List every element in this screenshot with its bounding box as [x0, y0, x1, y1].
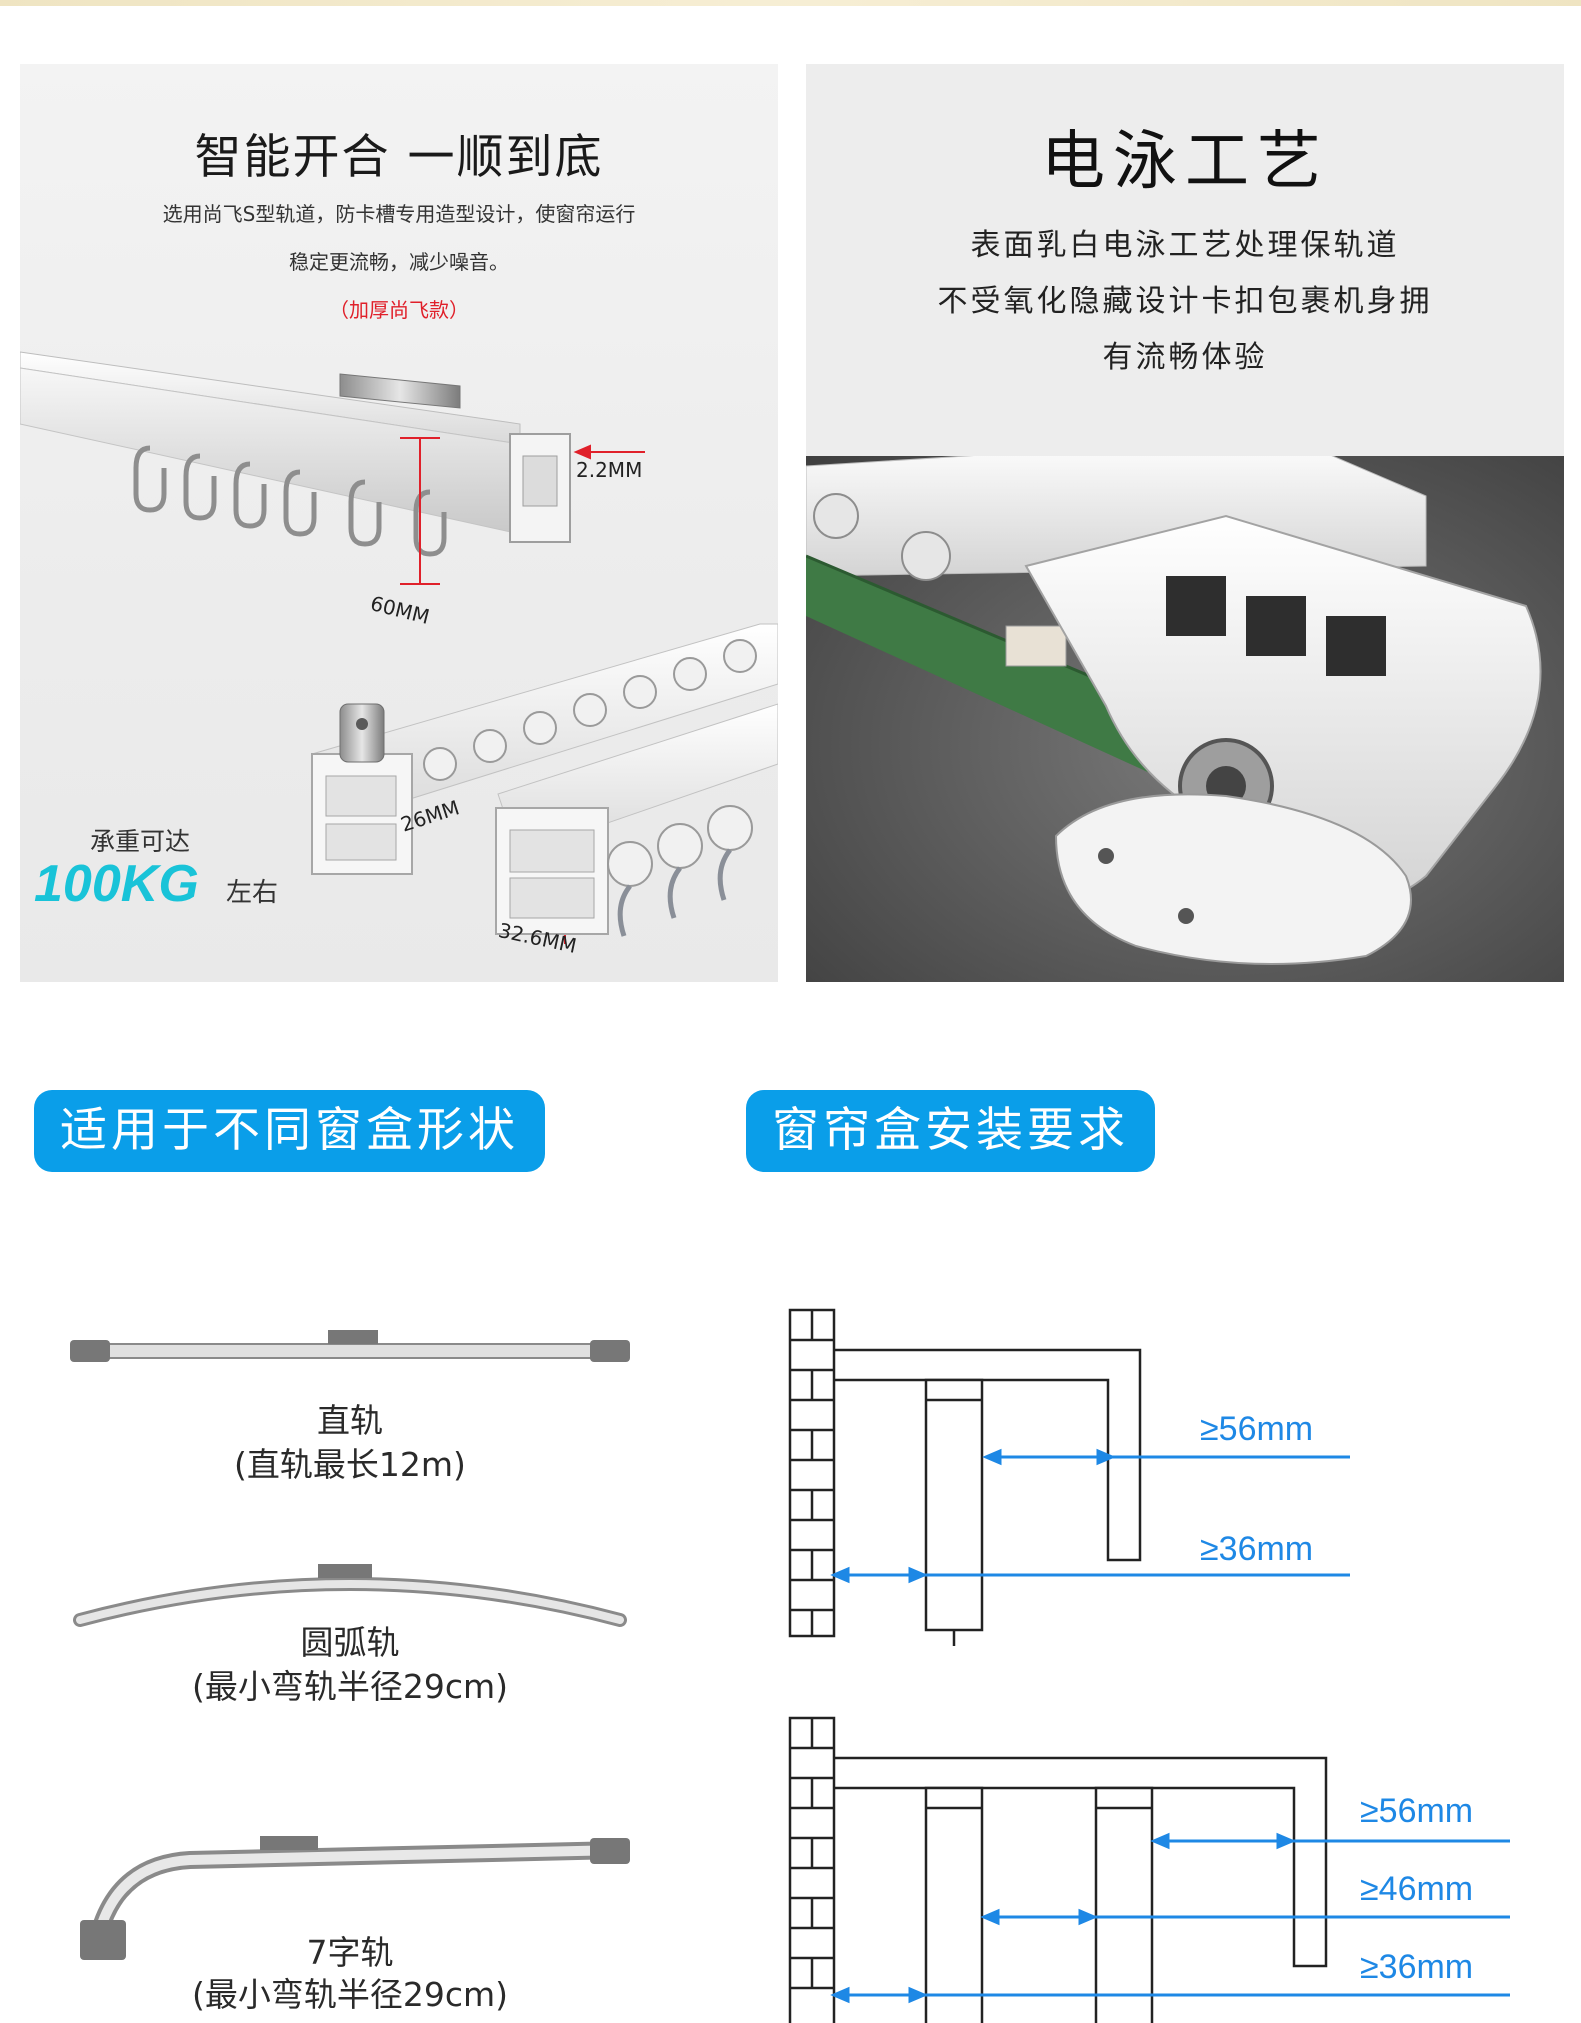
- double-track-min-36: ≥36mm: [1360, 1948, 1474, 1986]
- arc-track-image: [73, 1564, 627, 1627]
- panel-description-line1: 选用尚飞S型轨道，防卡槽专用造型设计，使窗帘运行: [162, 202, 636, 226]
- dimension-thickness: 2.2MM: [576, 458, 643, 482]
- panel-title: 电泳工艺: [1041, 125, 1329, 199]
- double-track-min-56: ≥56mm: [1360, 1792, 1474, 1830]
- seven-shaped-track-image: [80, 1836, 630, 1960]
- load-value: 100KG: [34, 855, 199, 913]
- motor-photo: [806, 456, 1564, 982]
- track-name-seven: 7字轨: [306, 1933, 394, 1972]
- single-track-min-36: ≥36mm: [1200, 1530, 1314, 1568]
- straight-track-image: [70, 1330, 630, 1362]
- section-badge-window-box-shapes: 适用于不同窗盒形状: [34, 1090, 545, 1172]
- double-track-min-46: ≥46mm: [1360, 1870, 1474, 1908]
- track-spec-straight: (直轨最长12m): [234, 1445, 466, 1484]
- single-track-min-56: ≥56mm: [1200, 1410, 1314, 1448]
- section-badge-installation-requirements: 窗帘盒安装要求: [746, 1090, 1155, 1172]
- panel-text-line1: 表面乳白电泳工艺处理保轨道: [970, 228, 1400, 263]
- smart-open-close-panel: 智能开合 一顺到底 选用尚飞S型轨道，防卡槽专用造型设计，使窗帘运行 稳定更流畅…: [20, 64, 778, 982]
- electrophoresis-panel: 电泳工艺 表面乳白电泳工艺处理保轨道 不受氧化隐藏设计卡扣包裹机身拥 有流畅体验: [806, 64, 1564, 982]
- track-spec-seven: (最小弯轨半径29cm): [191, 1975, 509, 2014]
- install-diagram-single: [788, 1308, 1350, 1646]
- thickened-note: （加厚尚飞款）: [329, 298, 469, 322]
- panel-title: 智能开合 一顺到底: [194, 130, 604, 185]
- panel-text-line3: 有流畅体验: [1102, 340, 1268, 375]
- track-name-arc: 圆弧轨: [300, 1623, 400, 1662]
- track-name-straight: 直轨: [317, 1401, 383, 1440]
- load-label: 承重可达: [90, 827, 191, 856]
- top-edge-strip: [0, 0, 1581, 6]
- panel-description-line2: 稳定更流畅，减少噪音。: [289, 250, 509, 274]
- load-suffix: 左右: [226, 878, 279, 908]
- rail-illustration: [20, 351, 778, 944]
- track-spec-arc: (最小弯轨半径29cm): [191, 1667, 509, 1706]
- install-diagram-double: [788, 1716, 1510, 2023]
- panel-text-line2: 不受氧化隐藏设计卡扣包裹机身拥: [937, 284, 1433, 319]
